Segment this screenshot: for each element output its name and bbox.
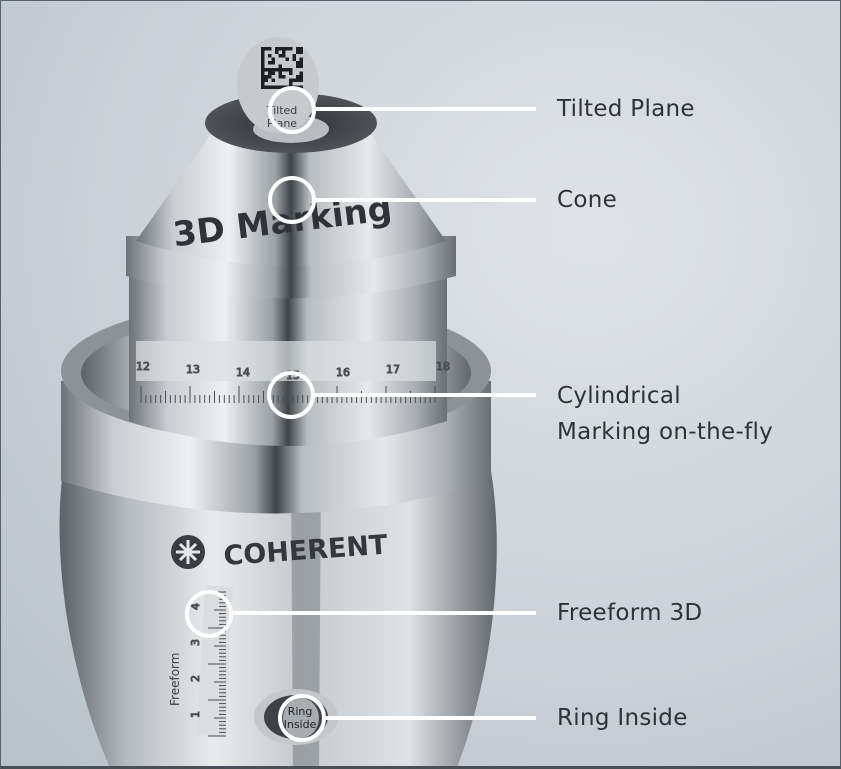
ruler-number: 17 bbox=[386, 363, 400, 376]
cone bbox=[136, 131, 446, 266]
label-cylindrical: Cylindrical bbox=[557, 383, 681, 409]
ruler-number: 18 bbox=[436, 360, 450, 373]
tilted-plane-marking: Tilted bbox=[266, 104, 298, 117]
freeform-number: 4 bbox=[189, 603, 202, 610]
label-cylindrical-line2: Marking on-the-fly bbox=[557, 419, 774, 445]
ruler-number: 13 bbox=[186, 363, 200, 376]
freeform-marking: Freeform bbox=[168, 653, 182, 706]
freeform-number: 2 bbox=[189, 675, 202, 682]
label-ring-inside: Ring Inside bbox=[557, 705, 688, 731]
label-tilted-plane: Tilted Plane bbox=[557, 96, 695, 122]
ruler-number: 16 bbox=[336, 366, 350, 379]
ruler-number: 12 bbox=[136, 360, 150, 373]
ring-marking: Inside bbox=[284, 718, 317, 731]
datamatrix-code bbox=[261, 47, 303, 89]
freeform-number: 3 bbox=[189, 639, 202, 646]
label-freeform-3d: Freeform 3D bbox=[557, 600, 703, 626]
ring-marking: Ring bbox=[288, 705, 313, 718]
freeform-number: 1 bbox=[189, 711, 202, 718]
freeform-bulb bbox=[59, 471, 497, 766]
label-cone: Cone bbox=[557, 187, 618, 213]
ruler-number: 14 bbox=[236, 366, 250, 379]
